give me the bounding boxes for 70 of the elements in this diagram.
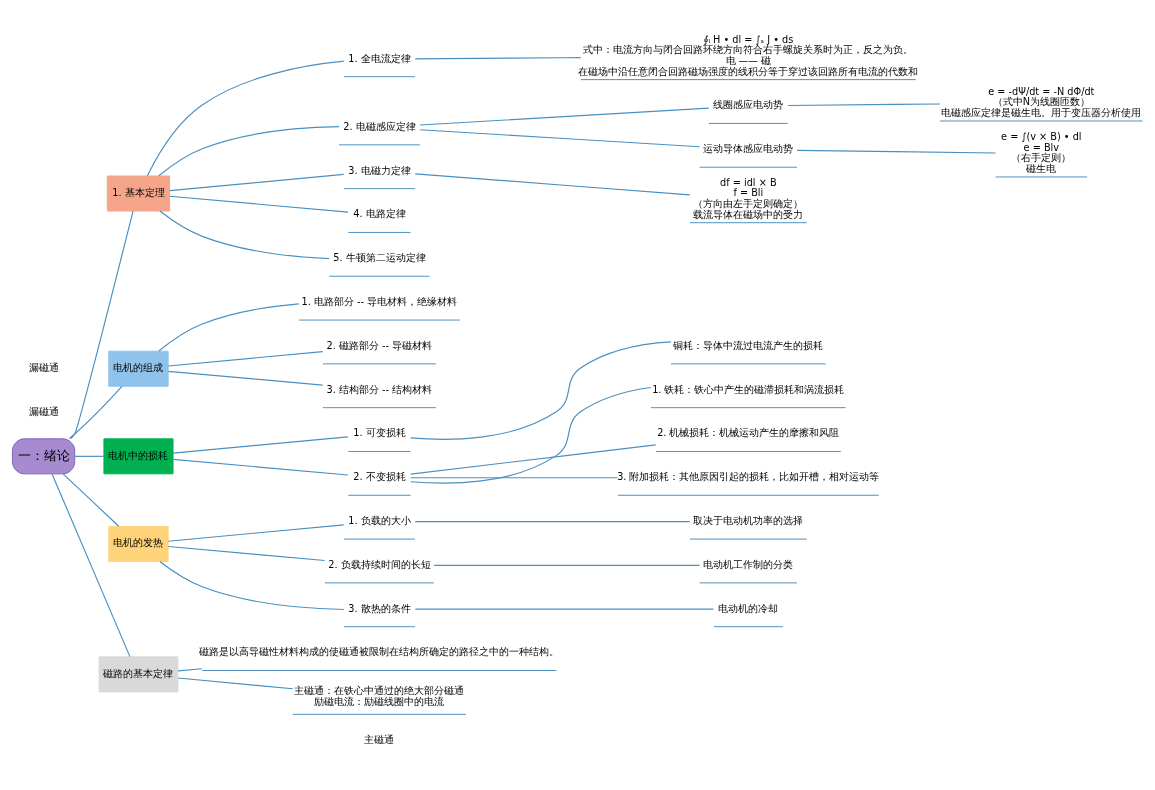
node-box: 一：绪论: [11, 437, 76, 474]
node-text: 4. 电路定律: [353, 207, 406, 219]
node-text: 线圈感应电动势: [713, 98, 784, 110]
connector: [169, 173, 345, 191]
connector: [167, 370, 324, 386]
connector: [172, 435, 349, 454]
connector: [158, 125, 340, 176]
node-text: 2. 磁路部分 -- 导磁材料: [326, 339, 433, 351]
node-text: 2. 机械损耗：机械运动产生的摩擦和风阻: [657, 426, 840, 438]
connector: [177, 676, 294, 689]
node-text: ∮ₗ H • dl = ∫ₛ J • ds 式中：电流方向与闭合回路环绕方向符合右手螺旋关系时为正，反之为负。 电 —— 磁 在磁场中沿任意闭合回路磁场强度的线积分等于穿过该回路所有电流的代数和: [578, 33, 919, 77]
connector: [146, 60, 345, 176]
node-text: 1. 负载的大小: [348, 514, 411, 526]
node-box: 电机的组成: [108, 350, 169, 387]
label: 主磁通: [364, 733, 395, 745]
connector: [159, 210, 330, 259]
connector: [414, 56, 582, 59]
connector: [68, 385, 123, 439]
node-text: 主磁通：在铁心中通过的绝大部分磁通 励磁电流：励磁线圈中的电流: [294, 684, 465, 707]
connector: [433, 564, 701, 566]
connector: [796, 149, 997, 154]
node-text: e = -dΨ/dt = -N dΦ/dt （式中N为线圈匝数） 电磁感应定律是磁生电。用于变压器分析使用: [941, 85, 1142, 118]
node-text: 铜耗：导体中流过电流产生的损耗: [673, 339, 824, 351]
connector: [414, 520, 691, 522]
node-text: 2. 负载持续时间的长短: [328, 558, 431, 570]
connector: [410, 443, 657, 475]
node-text: df = idl × B f = Bli （方向由左手定则确定） 载流导体在磁场中的受力: [693, 176, 804, 220]
node-text: e = ∫(v × B) • dl e = Blv （右手定则） 磁生电: [1001, 130, 1082, 174]
connector: [177, 667, 203, 671]
connector: [172, 458, 349, 476]
node-box: 电机中的损耗: [103, 437, 174, 474]
node-text: 3. 电磁力定律: [348, 164, 411, 176]
node-box: 1. 基本定理: [106, 175, 171, 211]
connector: [410, 386, 652, 484]
node-text: 3. 附加损耗：其他原因引起的损耗，比如开槽，相对运动等: [617, 470, 880, 482]
connector: [167, 350, 324, 367]
node-text: 电动机的冷却: [718, 602, 779, 614]
node-box: 磁路的基本定律: [98, 655, 179, 692]
connector: [167, 523, 345, 542]
connector: [70, 210, 134, 439]
node-box: 电机的发热: [108, 525, 169, 562]
node-text: 1. 全电流定律: [348, 52, 411, 64]
connector: [787, 102, 941, 106]
connector: [169, 195, 349, 213]
connector: [74, 455, 105, 457]
connector: [414, 172, 691, 195]
connector: [419, 128, 701, 147]
connector: [414, 608, 715, 610]
connector: [62, 473, 120, 527]
node-text: 1. 可变损耗: [353, 426, 406, 438]
connector: [158, 302, 300, 352]
node-text: 磁路是以高导磁性材料构成的使磁通被限制在结构所确定的路径之中的一种结构。: [199, 645, 560, 657]
node-text: 1. 铁耗：铁心中产生的磁滞损耗和涡流损耗: [652, 383, 845, 395]
node-text: 电动机工作制的分类: [703, 558, 794, 570]
label: 漏磁通: [28, 361, 59, 373]
node-text: 2. 电磁感应定律: [343, 120, 416, 132]
connector: [159, 560, 345, 610]
label: 漏磁通: [28, 405, 59, 417]
node-text: 取决于电动机功率的选择: [693, 514, 804, 526]
connector: [410, 476, 619, 478]
node-text: 3. 结构部分 -- 结构材料: [326, 383, 433, 395]
node-text: 1. 电路部分 -- 导电材料，绝缘材料: [301, 295, 458, 307]
connector: [419, 107, 710, 126]
connector: [167, 545, 326, 561]
node-text: 运动导体感应电动势: [703, 142, 794, 154]
node-text: 2. 不变损耗: [353, 470, 406, 482]
node-text: 3. 散热的条件: [348, 602, 411, 614]
connector: [410, 340, 672, 440]
connector: [51, 473, 131, 657]
node-text: 5. 牛顿第二运动定律: [333, 251, 426, 263]
